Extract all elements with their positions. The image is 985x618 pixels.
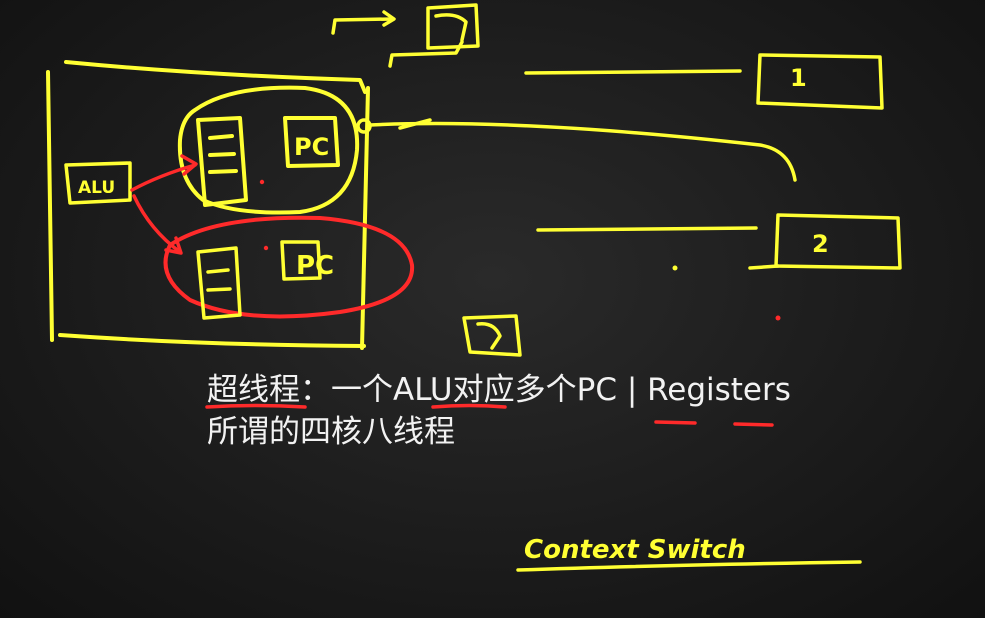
caption-underlines xyxy=(205,403,774,427)
alu-arrows xyxy=(130,154,198,255)
thread-2-contents xyxy=(196,240,322,320)
caption-line-1: 超线程：一个ALU对应多个PC | Registers xyxy=(207,372,791,408)
thread-2-ellipse xyxy=(163,215,415,319)
pc-label-1: PC xyxy=(294,133,329,161)
footer-note: Context Switch xyxy=(524,535,746,565)
small-box-3 xyxy=(462,314,522,357)
box-1 xyxy=(756,53,884,110)
top-small-box xyxy=(331,3,480,68)
box-2-label: 2 xyxy=(812,230,829,258)
box-2 xyxy=(748,213,902,270)
pc-label-2: PC xyxy=(296,251,334,281)
thread-1-ellipse xyxy=(177,85,360,215)
footer-underline xyxy=(516,560,862,572)
caption-line-2: 所谓的四核八线程 xyxy=(207,414,455,450)
alu-box xyxy=(64,161,132,205)
alu-label: ALU xyxy=(78,178,115,198)
bus-lines xyxy=(356,69,797,232)
chalk-dots xyxy=(259,179,781,321)
box-1-label: 1 xyxy=(790,64,807,92)
